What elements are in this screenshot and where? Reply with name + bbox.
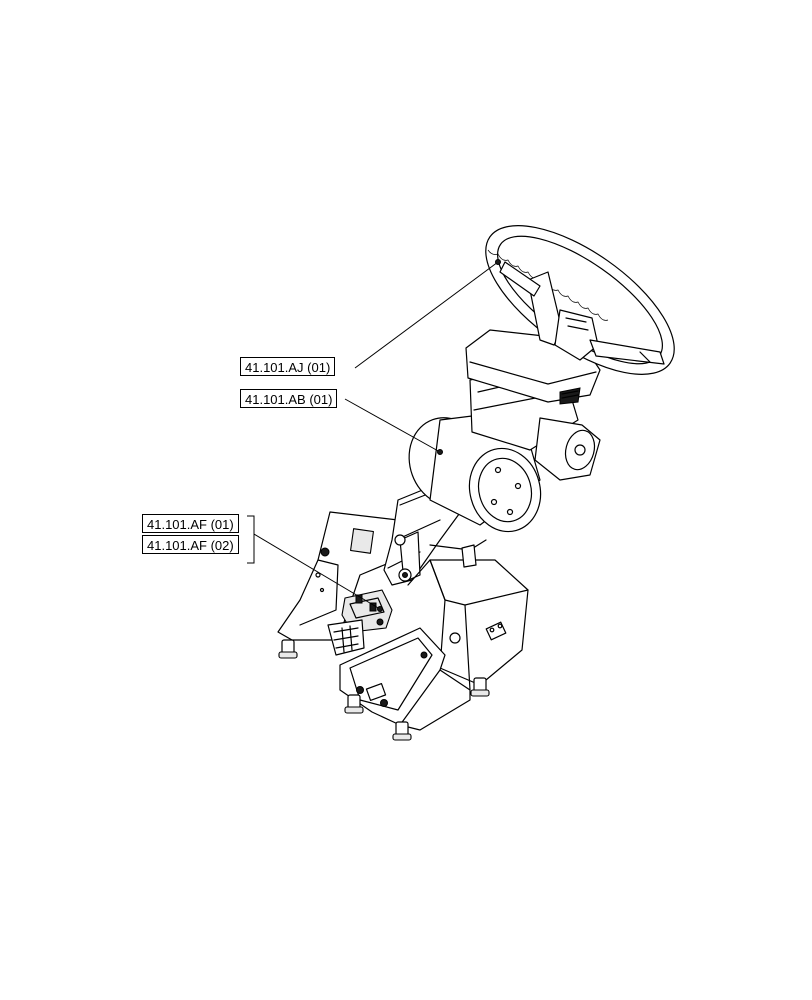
pedal-valve-unit [327,589,393,656]
callout-pedal-unit-2[interactable]: 41.101.AF (02) [142,535,239,554]
callout-pedal-unit-1[interactable]: 41.101.AF (01) [142,514,239,533]
callout-steering-column[interactable]: 41.101.AB (01) [240,389,338,408]
steering-wheel [485,225,675,375]
leader-lines [247,259,501,612]
callout-steering-wheel[interactable]: 41.101.AJ (01) [240,357,336,376]
steering-console-frame [277,511,529,741]
steering-column [408,329,601,533]
